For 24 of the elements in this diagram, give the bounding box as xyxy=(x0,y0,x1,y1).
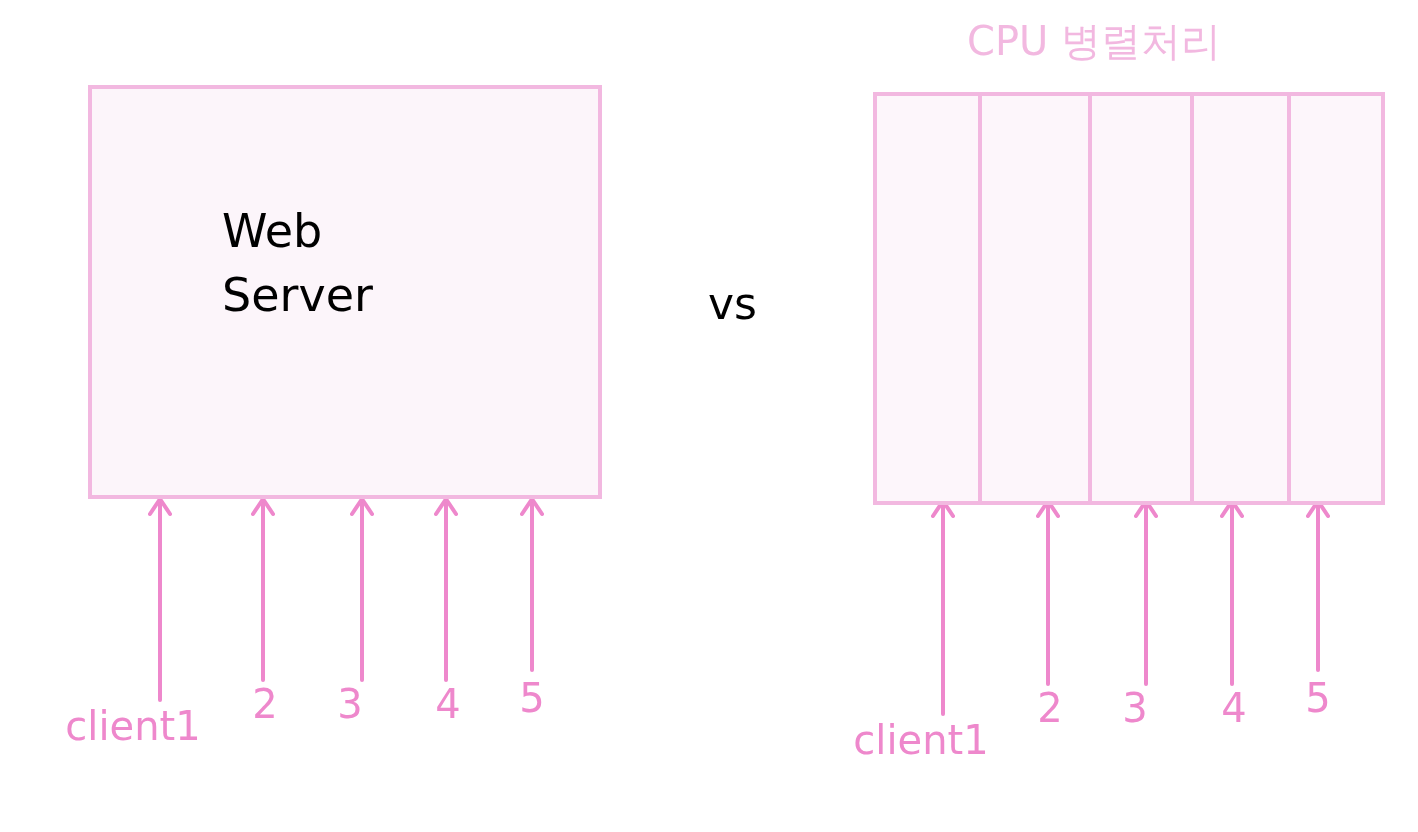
arrow xyxy=(520,497,544,672)
server-label: Web Server xyxy=(222,203,374,325)
arrow xyxy=(350,497,374,682)
vs-label: vs xyxy=(708,278,757,329)
server-box xyxy=(88,85,602,499)
client-label: 5 xyxy=(1305,675,1331,721)
client-label: 5 xyxy=(519,675,545,721)
arrow xyxy=(434,497,458,682)
client-label: 2 xyxy=(1037,685,1063,731)
column-box xyxy=(1190,96,1287,501)
client-label: 2 xyxy=(252,681,278,727)
column-box xyxy=(978,96,1088,501)
client-label: client1 xyxy=(65,703,201,749)
client-label: 3 xyxy=(337,681,363,727)
arrow xyxy=(148,497,172,702)
client-label: 4 xyxy=(1221,685,1247,731)
client-label: 3 xyxy=(1122,685,1148,731)
arrow xyxy=(251,497,275,682)
column-box xyxy=(877,96,978,501)
box-heading: CPU 병렬처리 xyxy=(967,17,1222,66)
client-label: 4 xyxy=(435,681,461,727)
column-box xyxy=(1088,96,1190,501)
column-box xyxy=(1287,96,1381,501)
client-label: client1 xyxy=(853,717,989,763)
